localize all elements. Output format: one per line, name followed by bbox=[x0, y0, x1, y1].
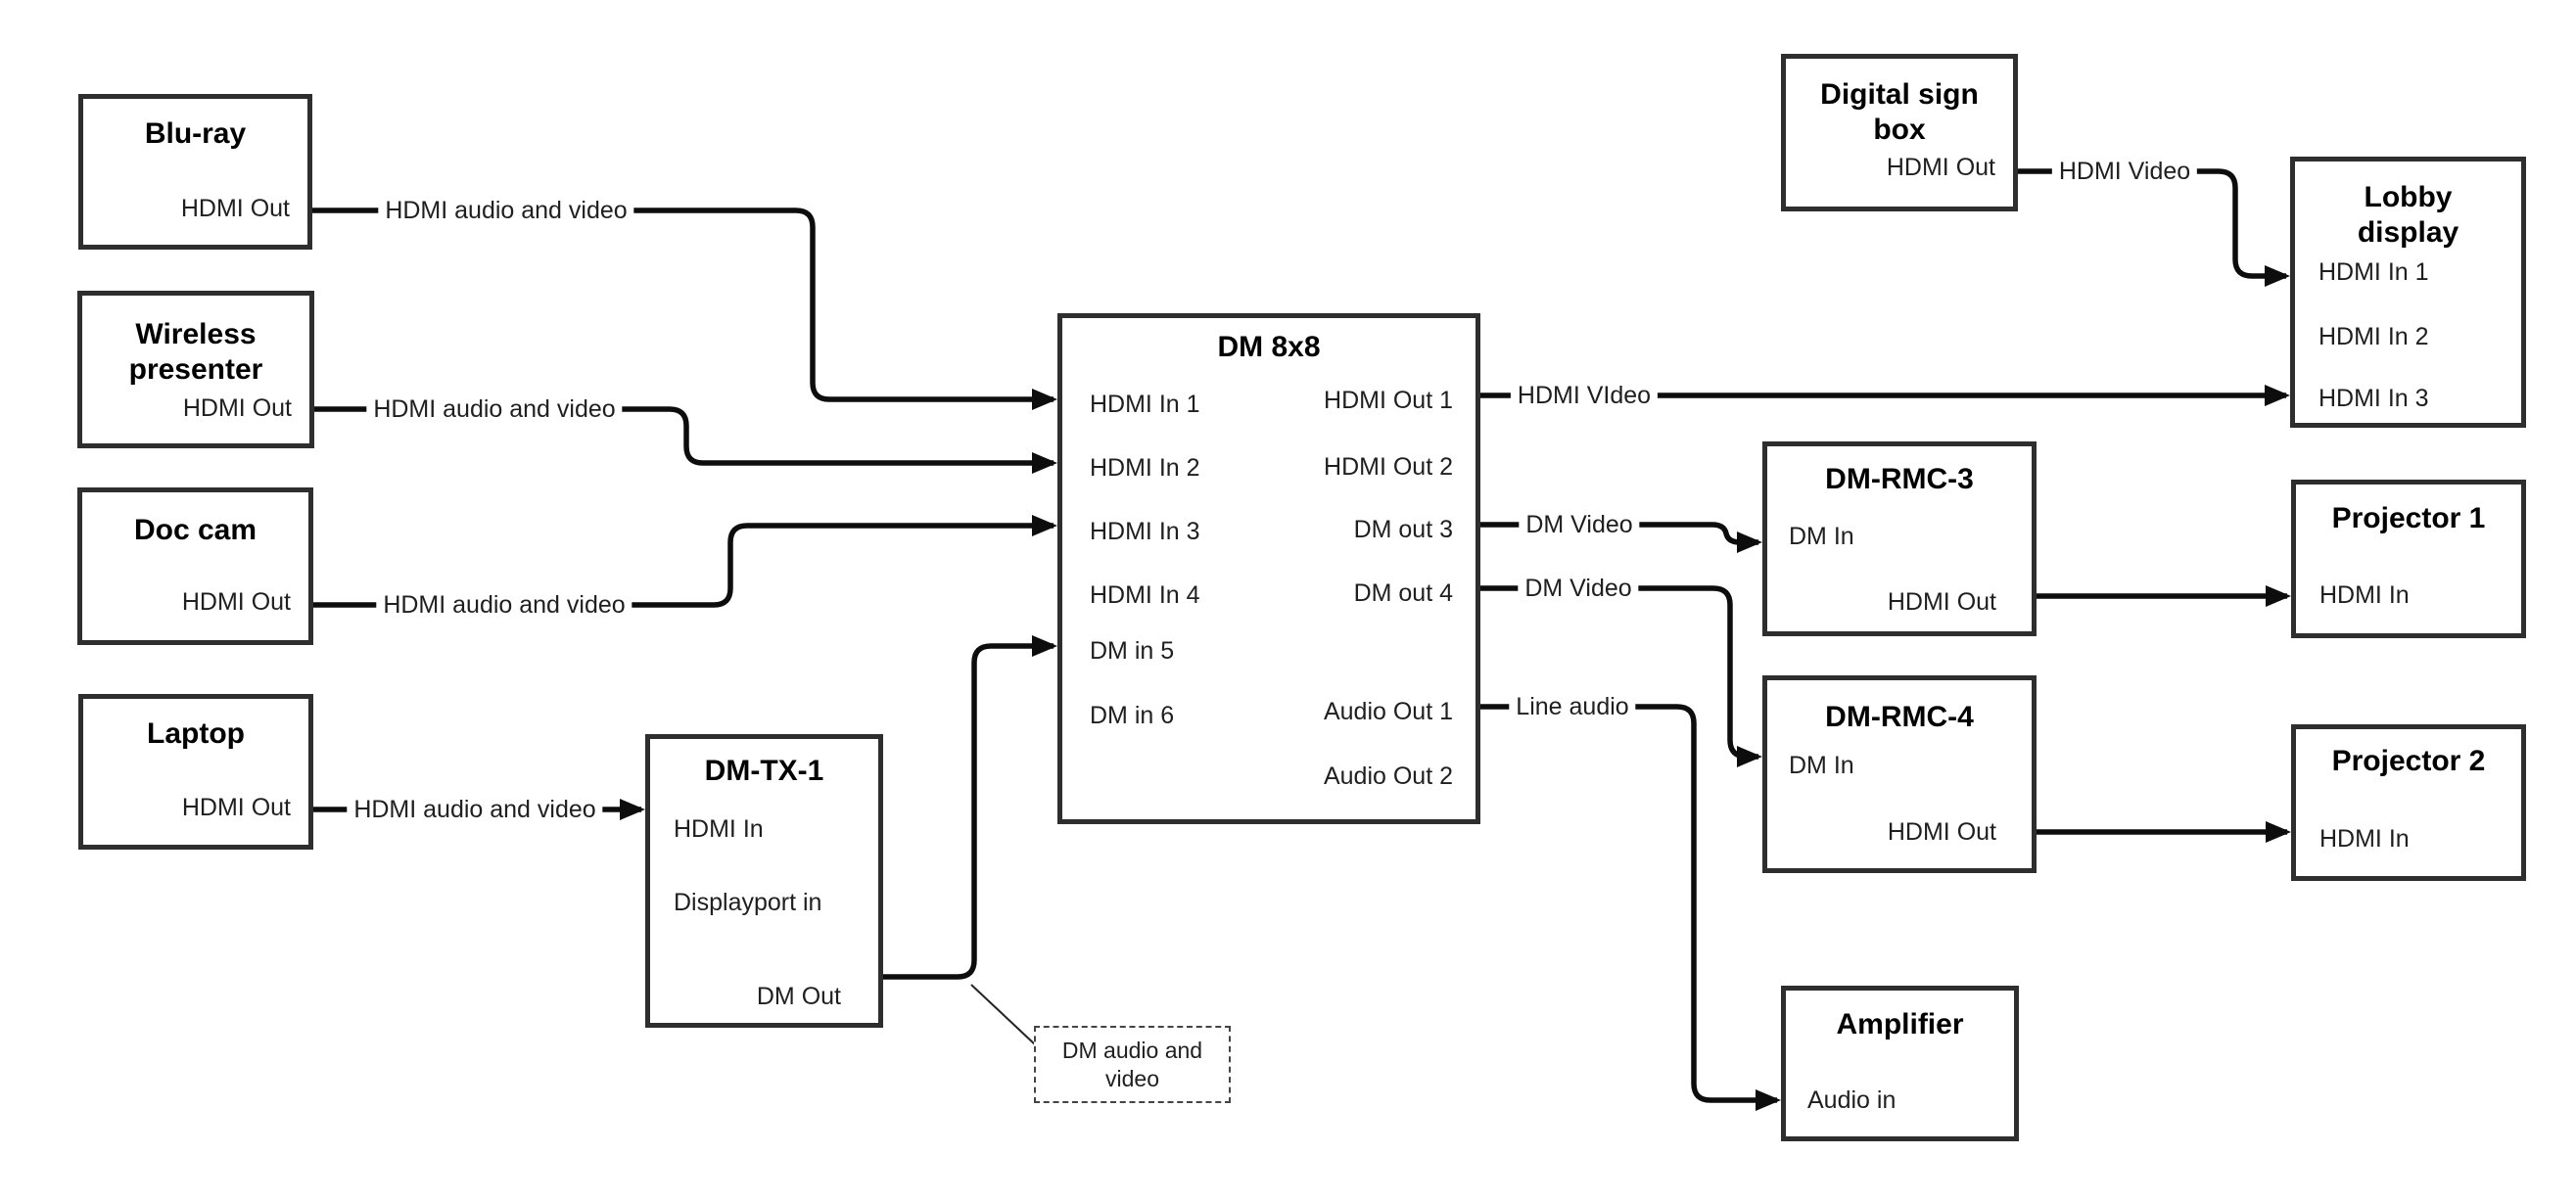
note-dm-audio-video: DM audio and video bbox=[1034, 1026, 1231, 1103]
port-hdmi-in-3: HDMI In 3 bbox=[1090, 518, 1200, 545]
node-dm-rmc-4: DM-RMC-4 DM In HDMI Out bbox=[1762, 675, 2037, 873]
node-title: Doc cam bbox=[133, 514, 258, 546]
port-hdmi-in: HDMI In bbox=[674, 815, 764, 843]
port-hdmi-in-4: HDMI In 4 bbox=[1090, 581, 1200, 609]
node-title: Projector 1 bbox=[2331, 502, 2486, 534]
node-doc-cam: Doc cam HDMI Out bbox=[77, 487, 313, 645]
wire-label-doccam: HDMI audio and video bbox=[376, 590, 632, 620]
port-hdmi-out: HDMI Out bbox=[1886, 154, 1995, 181]
port-dm-in: DM In bbox=[1789, 752, 1854, 779]
port-hdmi-out: HDMI Out bbox=[181, 588, 291, 616]
wire-dm8x8-audio1-to-amplifier bbox=[1480, 704, 1781, 1111]
wire-label-hdmi-video-sign: HDMI Video bbox=[2051, 157, 2198, 186]
port-hdmi-in-1: HDMI In 1 bbox=[1090, 391, 1200, 418]
node-projector-1: Projector 1 HDMI In bbox=[2291, 480, 2526, 638]
wire-wireless-to-dm8x8-in2 bbox=[314, 406, 1057, 474]
wire-dm8x8-out4-to-rmc4-dmin bbox=[1480, 585, 1762, 767]
port-hdmi-in: HDMI In bbox=[2319, 581, 2410, 609]
port-audio-in: Audio in bbox=[1807, 1086, 1897, 1114]
node-title: DM 8x8 bbox=[1217, 331, 1321, 363]
wire-dm8x8-out3-to-rmc3-dmin bbox=[1480, 522, 1762, 553]
note-line-1: DM audio and bbox=[1061, 1038, 1203, 1063]
node-title: Blu-ray bbox=[144, 117, 247, 150]
port-hdmi-in-3: HDMI In 3 bbox=[2318, 385, 2429, 412]
note-callout-line bbox=[970, 984, 1037, 1046]
wire-label-bluray: HDMI audio and video bbox=[378, 196, 634, 225]
port-hdmi-out: HDMI Out bbox=[1887, 818, 1996, 846]
port-hdmi-out-1: HDMI Out 1 bbox=[1324, 387, 1453, 414]
wire-label-line-audio: Line audio bbox=[1509, 692, 1636, 721]
node-dm-tx-1: DM-TX-1 HDMI In Displayport in DM Out bbox=[645, 734, 883, 1028]
wire-label-hdmi-video-out1: HDMI VIdeo bbox=[1510, 381, 1659, 410]
node-blu-ray: Blu-ray HDMI Out bbox=[78, 94, 312, 250]
node-title: Projector 2 bbox=[2331, 745, 2486, 777]
port-hdmi-out-2: HDMI Out 2 bbox=[1324, 453, 1453, 481]
wire-bluray-to-dm8x8-in1 bbox=[312, 208, 1057, 410]
wire-digitalsign-to-lobby-in1 bbox=[2018, 168, 2290, 287]
node-projector-2: Projector 2 HDMI In bbox=[2291, 724, 2526, 881]
port-audio-out-1: Audio Out 1 bbox=[1323, 698, 1453, 725]
wire-doccam-to-dm8x8-in3 bbox=[313, 515, 1057, 608]
node-amplifier: Amplifier Audio in bbox=[1781, 986, 2019, 1141]
port-dm-out-3: DM out 3 bbox=[1353, 516, 1453, 543]
port-dm-out: DM Out bbox=[756, 983, 841, 1010]
wire-dmtx1-dmout-to-dm8x8-in5 bbox=[883, 635, 1057, 980]
node-title: Laptop bbox=[147, 717, 245, 750]
port-hdmi-in-2: HDMI In 2 bbox=[2318, 323, 2429, 350]
node-title: DM-TX-1 bbox=[704, 755, 824, 787]
port-hdmi-in: HDMI In bbox=[2319, 825, 2410, 853]
port-hdmi-in-1: HDMI In 1 bbox=[2318, 258, 2429, 286]
node-dm-rmc-3: DM-RMC-3 DM In HDMI Out bbox=[1762, 441, 2037, 636]
wire-label-dm-video-out4: DM Video bbox=[1518, 574, 1639, 603]
port-dm-in-6: DM in 6 bbox=[1090, 702, 1175, 729]
port-dm-in-5: DM in 5 bbox=[1090, 637, 1175, 665]
wire-label-dm-video-out3: DM Video bbox=[1519, 510, 1640, 539]
node-title: DM-RMC-3 bbox=[1825, 463, 1974, 495]
node-dm-8x8: DM 8x8 HDMI In 1 HDMI In 2 HDMI In 3 HDM… bbox=[1057, 313, 1480, 824]
node-laptop: Laptop HDMI Out bbox=[78, 694, 313, 850]
node-title: Amplifier bbox=[1836, 1008, 1964, 1040]
port-dm-in: DM In bbox=[1789, 523, 1854, 550]
port-audio-out-2: Audio Out 2 bbox=[1323, 762, 1453, 790]
port-dm-out-4: DM out 4 bbox=[1353, 579, 1453, 607]
port-hdmi-out: HDMI Out bbox=[1887, 588, 1996, 616]
wire-label-laptop: HDMI audio and video bbox=[347, 795, 603, 824]
port-hdmi-out: HDMI Out bbox=[182, 394, 292, 422]
port-hdmi-out: HDMI Out bbox=[180, 195, 290, 222]
port-hdmi-in-2: HDMI In 2 bbox=[1090, 454, 1200, 482]
wire-label-wireless: HDMI audio and video bbox=[366, 394, 623, 424]
port-displayport-in: Displayport in bbox=[674, 889, 822, 916]
node-title: DM-RMC-4 bbox=[1825, 701, 1974, 733]
port-hdmi-out: HDMI Out bbox=[181, 794, 291, 821]
note-line-2: video bbox=[1105, 1066, 1159, 1091]
